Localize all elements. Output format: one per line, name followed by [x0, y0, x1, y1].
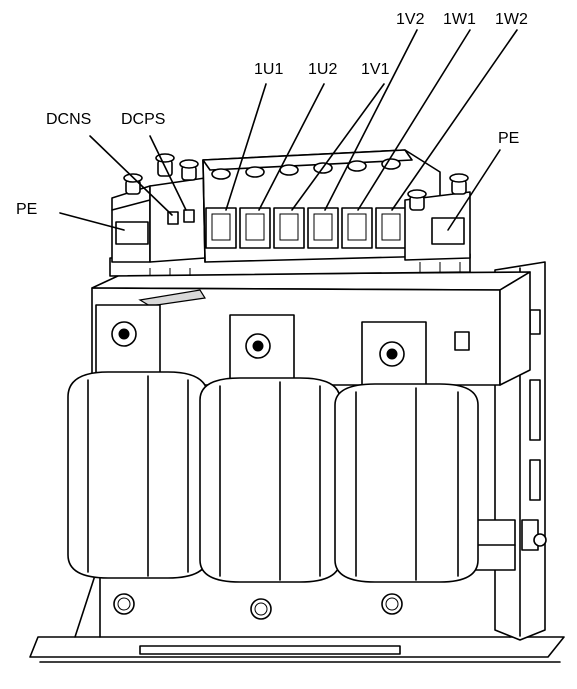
terminal-1v2 [307, 207, 339, 249]
label-1w2: 1W2 [495, 11, 528, 28]
label-1v1: 1V1 [361, 61, 390, 78]
label-dcps: DCPS [121, 111, 166, 128]
base-bolt-right [381, 593, 403, 615]
clamp-plate-left [95, 304, 161, 384]
coil-right [334, 383, 479, 583]
dc-terminal-block [149, 153, 206, 263]
pe-terminal-left [111, 173, 151, 263]
leader-lines [59, 29, 518, 231]
label-pe-right: PE [498, 130, 520, 147]
pe-terminal-right [404, 173, 471, 261]
core-yoke [91, 271, 531, 386]
clamp-plate-center [229, 314, 295, 388]
base-bolt-left [113, 593, 135, 615]
label-dcns: DCNS [46, 111, 92, 128]
terminal-1v1 [273, 207, 305, 249]
label-pe-left: PE [16, 201, 38, 218]
label-1v2: 1V2 [396, 11, 425, 28]
terminal-1w1 [341, 207, 373, 249]
terminal-1w2 [375, 207, 407, 249]
coil-left [67, 371, 209, 579]
label-1u1: 1U1 [254, 61, 284, 78]
terminal-screw-row [211, 158, 401, 180]
terminal-1u1 [205, 207, 237, 249]
terminal-1u2 [239, 207, 271, 249]
label-1u2: 1U2 [308, 61, 338, 78]
clamp-plate-right [361, 321, 427, 389]
base-bolt-center [250, 598, 272, 620]
label-1w1: 1W1 [443, 11, 476, 28]
coil-center [199, 377, 341, 583]
